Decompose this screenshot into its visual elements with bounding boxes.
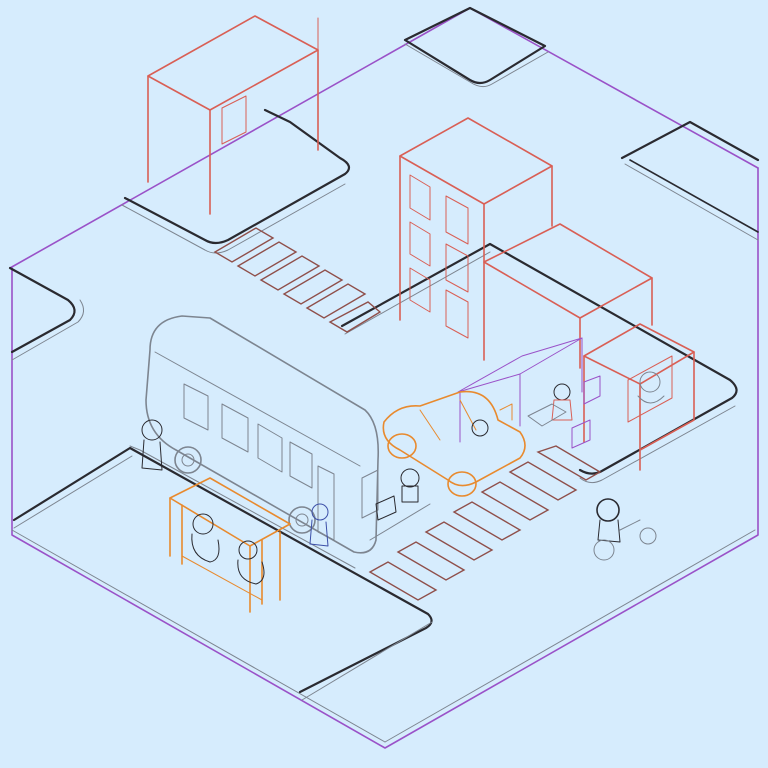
sidewalk-curbs — [8, 6, 760, 701]
bus — [145, 315, 431, 554]
building-low-right — [483, 223, 695, 471]
person-bus-stop-1 — [191, 513, 220, 563]
shopkeeper-window — [637, 371, 665, 404]
fruit-vendor — [527, 375, 601, 449]
building-tall-center — [399, 117, 553, 361]
tricycle-rider — [593, 498, 657, 561]
pedestrian-with-glasses — [141, 419, 163, 471]
building-top-left — [147, 15, 319, 215]
shop-stall — [457, 337, 583, 443]
crosswalk-bottom — [368, 445, 602, 601]
cube-outline — [9, 7, 759, 749]
person-bus-stop-2 — [237, 540, 265, 585]
bus-stop-bench — [169, 477, 291, 613]
orange-car — [382, 390, 526, 497]
child-boarding-bus — [309, 503, 329, 547]
crosswalk-top — [213, 227, 382, 333]
